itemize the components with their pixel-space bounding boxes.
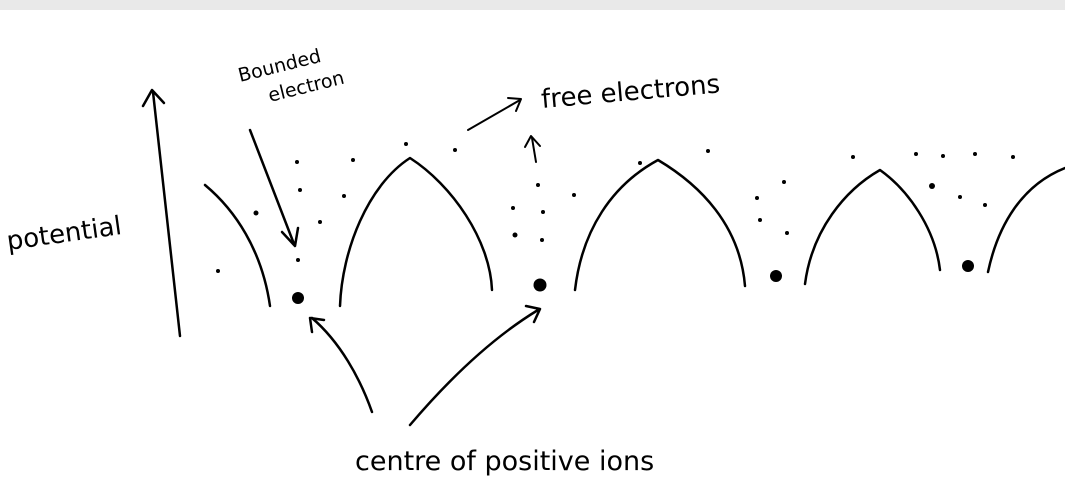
bounded-electron-arrow xyxy=(248,128,300,248)
potential-curve-arch-2 xyxy=(573,158,747,292)
electron-dot xyxy=(706,149,710,153)
electron-dot xyxy=(958,195,962,199)
potential-curve-right xyxy=(986,166,1065,274)
cropped-top-band xyxy=(0,0,1065,10)
free-electrons-label: free electrons xyxy=(540,69,721,115)
electron-dot xyxy=(851,155,855,159)
electron-dot xyxy=(758,218,762,222)
electron-dot xyxy=(318,220,322,224)
electron-dot xyxy=(973,152,977,156)
free-electrons-arrow-right xyxy=(467,97,522,131)
electron-dot xyxy=(453,148,457,152)
potential-label: potential xyxy=(5,211,124,257)
electron-dot xyxy=(941,154,945,158)
positive-ion-cores xyxy=(292,260,974,304)
electron-dot xyxy=(351,158,355,162)
electron-dot xyxy=(983,203,987,207)
potential-axis-arrow xyxy=(141,88,182,338)
free-electrons-arrow-up xyxy=(524,135,541,163)
positive-ion-core xyxy=(533,278,547,292)
electron-dot xyxy=(511,206,515,210)
electron-dot xyxy=(541,210,545,214)
centre-of-positive-ions-label: centre of positive ions xyxy=(355,446,654,477)
electron-dot xyxy=(929,183,935,189)
electron-dot xyxy=(1011,155,1015,159)
centre-ions-arrow-left xyxy=(308,316,374,414)
electron-dot xyxy=(536,183,540,187)
electron-dot xyxy=(540,238,544,242)
electron-dots xyxy=(216,142,1015,273)
positive-ion-core xyxy=(770,270,782,282)
electron-dot xyxy=(572,193,576,197)
electron-dot xyxy=(296,258,300,262)
positive-ion-core xyxy=(962,260,974,272)
electron-dot xyxy=(782,180,786,184)
electron-dot xyxy=(785,231,789,235)
centre-ions-arrow-right xyxy=(408,304,542,427)
electron-dot xyxy=(298,188,302,192)
electron-dot xyxy=(216,269,220,273)
electron-dot xyxy=(342,194,346,198)
potential-curve-arch-3 xyxy=(803,168,942,286)
electron-dot xyxy=(914,152,918,156)
potential-curve-arch-1 xyxy=(338,156,494,308)
potential-curve-left xyxy=(203,183,272,308)
electron-dot xyxy=(253,210,259,216)
electron-dot xyxy=(638,161,642,165)
electron-dot xyxy=(755,196,759,200)
electron-dot xyxy=(512,232,518,238)
electron-dot xyxy=(295,160,299,164)
positive-ion-core xyxy=(292,292,304,304)
electron-dot xyxy=(404,142,408,146)
potential-curves xyxy=(203,156,1065,308)
